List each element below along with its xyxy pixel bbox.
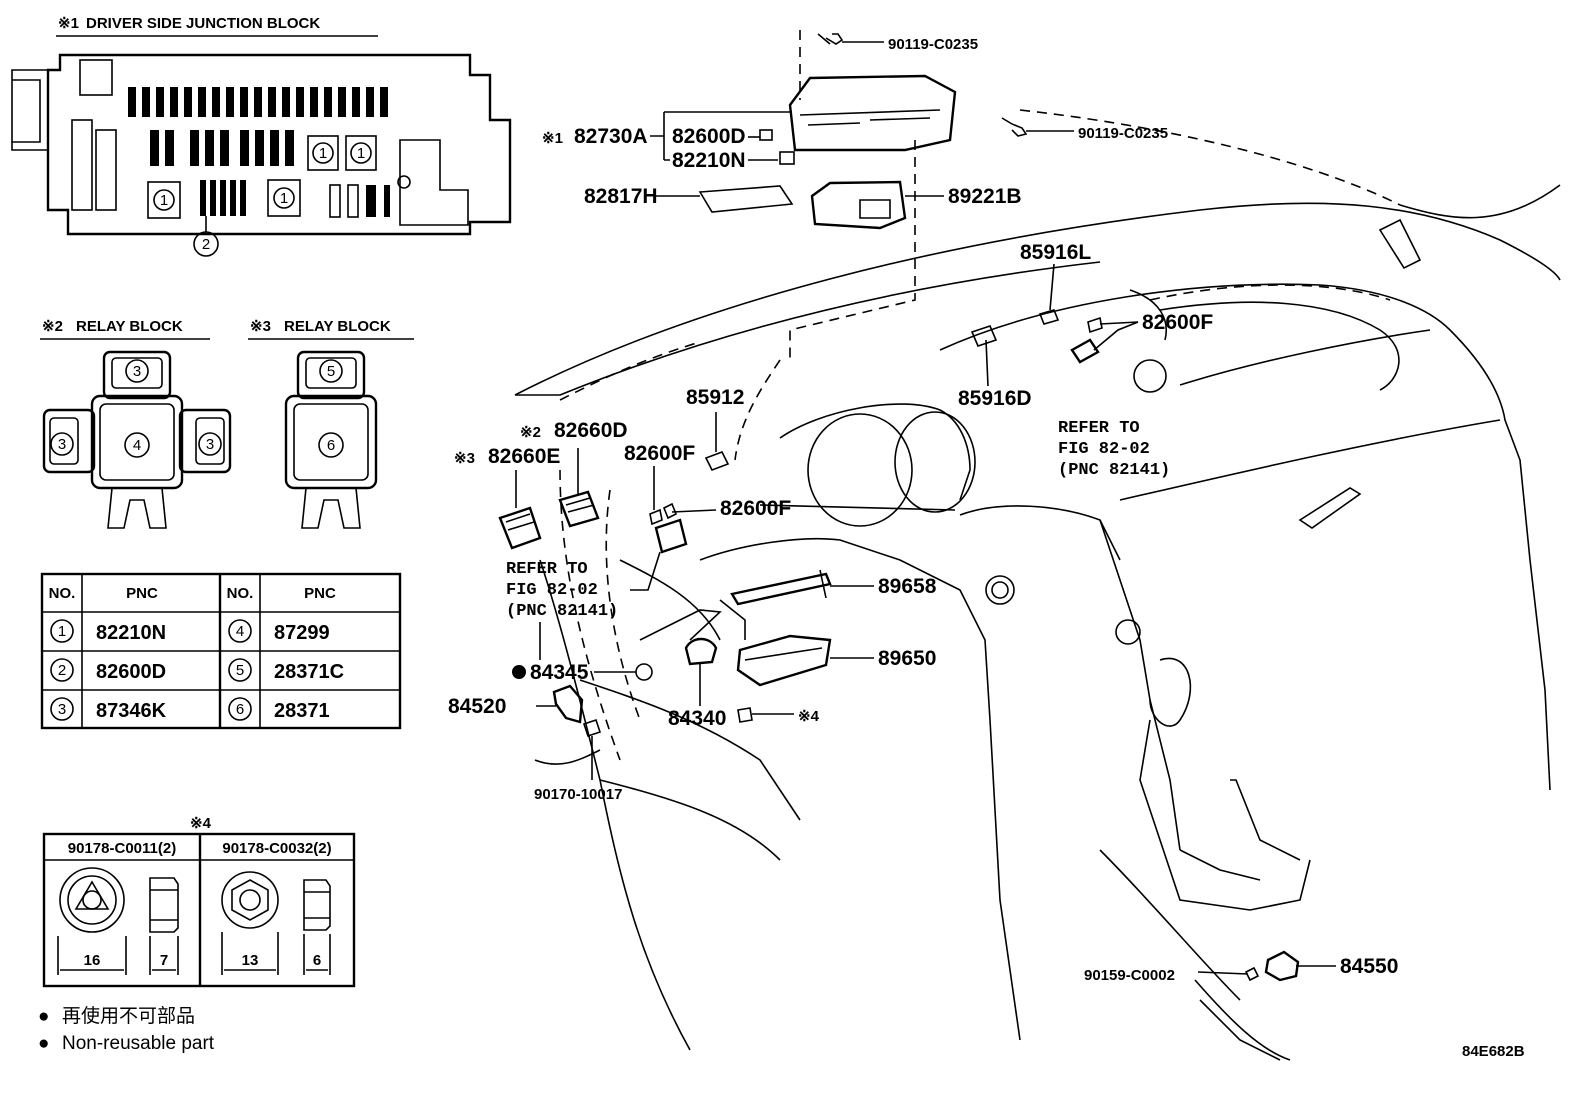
relay2-callout-left: 3	[58, 436, 66, 453]
jb-callout-b: 1	[357, 145, 365, 162]
pnc-row3-pnc-right: 28371	[274, 700, 330, 722]
jb-callout-c: 1	[160, 192, 168, 209]
legend-bullet-2: ●	[38, 1033, 49, 1054]
dashboard-drawing	[514, 30, 1561, 1061]
pnc-row2-pnc-right: 28371C	[274, 661, 344, 683]
pnc-header-no-left: NO.	[49, 585, 76, 602]
label-refer2-line1: REFER TO	[506, 560, 588, 579]
fastener-2-width: 13	[242, 952, 259, 969]
label-85916L: 85916L	[1020, 241, 1091, 264]
inset-2-prefix: ※2	[42, 318, 63, 335]
label-82210N: 82210N	[672, 149, 746, 172]
label-82660D: 82660D	[554, 419, 628, 442]
fastener-2-height: 6	[313, 952, 321, 969]
label-90159: 90159-C0002	[1084, 967, 1175, 984]
inset-relay-block-2: ※2 RELAY BLOCK 3 4 3 3	[40, 318, 232, 529]
inset-3-title: RELAY BLOCK	[284, 318, 391, 335]
callout-labels: 90119-C0235 90119-C0235 ※1 82730A 82600D…	[448, 36, 1525, 1060]
relay2-callout-top: 3	[133, 363, 141, 380]
label-89221B: 89221B	[948, 185, 1022, 208]
label-89650: 89650	[878, 647, 936, 670]
label-refer1-line2: FIG 82-02	[1058, 440, 1150, 459]
pnc-row2-pnc-left: 82600D	[96, 661, 166, 683]
label-82817H: 82817H	[584, 185, 658, 208]
pnc-row1-pnc-left: 82210N	[96, 622, 166, 644]
fastener-1-width: 16	[84, 952, 101, 969]
inset-3-prefix: ※3	[250, 318, 271, 335]
pnc-row1-pnc-right: 87299	[274, 622, 330, 644]
label-82730A-prefix: ※1	[542, 130, 563, 147]
label-82600F-mid1: 82600F	[624, 442, 695, 465]
pnc-header-pnc-left: PNC	[126, 585, 158, 602]
inset-relay-block-3: ※3 RELAY BLOCK 5 6	[248, 318, 414, 529]
pnc-table: NO. PNC NO. PNC 1 82210N 4 87299 2 82600…	[40, 572, 402, 730]
label-82660E-prefix: ※3	[454, 450, 475, 467]
relay2-callout-center: 4	[133, 437, 141, 454]
inset-junction-block: ※1 DRIVER SIDE JUNCTION BLOCK	[11, 15, 512, 257]
label-90119-right: 90119-C0235	[1078, 125, 1168, 142]
legend-item-jp: 再使用不可部品	[62, 1005, 195, 1027]
label-mark4: ※4	[798, 708, 820, 725]
relay3-callout-center: 6	[327, 437, 335, 454]
fastener-table: ※4 90178-C0011(2) 90178-C0032(2) 16 7 13…	[42, 815, 356, 988]
label-89658: 89658	[878, 575, 937, 598]
label-refer1-line1: REFER TO	[1058, 419, 1140, 438]
label-82600F-right: 82600F	[1142, 311, 1213, 334]
parts	[498, 33, 1300, 982]
legend: ● 再使用不可部品 ● Non-reusable part	[38, 1005, 215, 1054]
leader-lines	[515, 41, 1336, 975]
jb-callout-2: 2	[202, 236, 210, 253]
relay3-callout-top: 5	[327, 363, 335, 380]
label-82600F-mid2: 82600F	[720, 497, 791, 520]
fastener-1-height: 7	[160, 952, 168, 969]
inset-1-prefix: ※1	[58, 15, 79, 32]
legend-bullet-1: ●	[38, 1006, 49, 1027]
fuse-row-middle	[150, 130, 390, 218]
label-90170: 90170-10017	[534, 786, 622, 803]
pnc-row1-no-right: 4	[236, 623, 244, 640]
pnc-row2-no-left: 2	[58, 662, 66, 679]
label-refer2-line3: (PNC 82141)	[506, 602, 618, 621]
label-82660E: 82660E	[488, 445, 560, 468]
fastener-part-1: 90178-C0011(2)	[68, 840, 176, 857]
fuse-row-top	[128, 87, 388, 117]
label-82600D: 82600D	[672, 125, 746, 148]
jb-callout-a: 1	[319, 145, 327, 162]
label-90119-top: 90119-C0235	[888, 36, 978, 53]
label-refer1-line3: (PNC 82141)	[1058, 461, 1170, 480]
figure-code: 84E682B	[1462, 1043, 1525, 1060]
label-82660D-prefix: ※2	[520, 424, 541, 441]
label-84520: 84520	[448, 695, 506, 718]
label-85916D: 85916D	[958, 387, 1032, 410]
legend-item-en: Non-reusable part	[62, 1033, 215, 1054]
pnc-header-pnc-right: PNC	[304, 585, 336, 602]
pnc-row3-no-right: 6	[236, 701, 244, 718]
pnc-header-no-right: NO.	[227, 585, 254, 602]
label-refer2-line2: FIG 82-02	[506, 581, 598, 600]
label-84345: 84345	[530, 661, 589, 684]
pnc-row2-no-right: 5	[236, 662, 244, 679]
label-85912: 85912	[686, 386, 744, 409]
inset-1-title: DRIVER SIDE JUNCTION BLOCK	[86, 15, 320, 32]
pnc-row3-pnc-left: 87346K	[96, 700, 167, 722]
pnc-row3-no-left: 3	[58, 701, 66, 718]
label-82730A: 82730A	[574, 125, 648, 148]
pnc-row1-no-left: 1	[58, 623, 66, 640]
fastener-part-2: 90178-C0032(2)	[222, 840, 331, 857]
inset-2-title: RELAY BLOCK	[76, 318, 183, 335]
label-84340: 84340	[668, 707, 726, 730]
jb-callout-d: 1	[280, 190, 288, 207]
label-84550: 84550	[1340, 955, 1398, 978]
relay2-callout-right: 3	[206, 436, 214, 453]
fastener-marker: ※4	[190, 815, 212, 832]
